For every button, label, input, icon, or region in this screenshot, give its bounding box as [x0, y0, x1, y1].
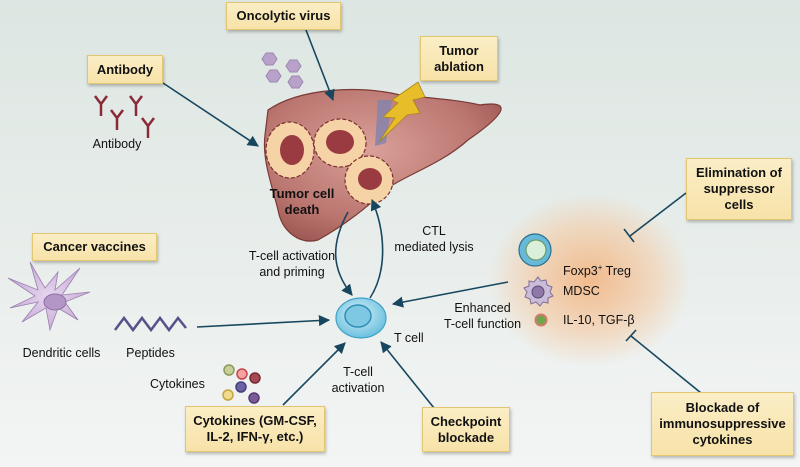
dendritic-cell-icon [7, 261, 91, 332]
cancer-vaccines-box: Cancer vaccines [32, 233, 157, 261]
tumor-cell-death-label: Tumor cell death [269, 186, 335, 217]
antibody-icon [94, 95, 155, 138]
lightning-icon [378, 81, 426, 143]
elimination-inhibit-line [629, 192, 687, 237]
foxp3-treg-label: Foxp3+ Treg [563, 244, 631, 279]
t-cell-icon [335, 297, 387, 339]
antibody-box: Antibody [87, 55, 163, 84]
virus-particle-icon [261, 52, 304, 89]
cytokines-caption: Cytokines [150, 377, 205, 391]
tcell-activation-priming-label: T-cell activation and priming [248, 249, 336, 279]
suppressive-microenvironment-glow [490, 195, 690, 365]
activation-priming-arrow [334, 211, 353, 296]
vaccine-arrow [196, 314, 331, 328]
blockade-inhibit-bar [625, 329, 637, 342]
blockade-cytokines-box: Blockade of immunosuppressive cytokines [651, 392, 794, 456]
oncolytic-virus-box: Oncolytic virus [226, 2, 341, 30]
il10-tgf-dot-icon [534, 313, 548, 327]
treg-cell-icon [518, 233, 552, 267]
foxp3-superscript: + [597, 263, 603, 272]
peptides-label: Peptides [126, 346, 175, 360]
treg-text: Treg [602, 264, 631, 279]
tumor-cell-icon [265, 121, 315, 179]
ctl-lysis-label: CTL mediated lysis [394, 224, 474, 254]
blockade-inhibit-line [630, 335, 702, 394]
cytokines-box: Cytokines (GM-CSF, IL-2, IFN-γ, etc.) [185, 406, 325, 452]
tcell-activation-label: T-cell activation [331, 365, 385, 395]
mdsc-label: MDSC [563, 284, 600, 298]
antibody-caption: Antibody [92, 137, 142, 151]
peptide-icon [114, 315, 187, 333]
dendritic-cells-label: Dendritic cells [22, 346, 101, 360]
antibody-arrow [162, 82, 259, 147]
oncolytic-virus-arrow [305, 29, 335, 102]
tumor-cell-icon [313, 118, 367, 168]
foxp3-text: Foxp3 [563, 264, 598, 279]
cytokine-dot-icon [222, 364, 261, 404]
enhanced-function-arrow [391, 281, 509, 308]
tumor-ablation-box: Tumor ablation [420, 36, 498, 81]
mdsc-cell-icon [523, 276, 554, 307]
tumor-cell-icon [344, 155, 394, 205]
elimination-inhibit-bar [623, 228, 635, 243]
enhanced-function-label: Enhanced T-cell function [443, 301, 522, 331]
cytokine-activation-arrow [282, 342, 346, 406]
il10-tgf-label: IL-10, TGF-β [563, 313, 635, 327]
checkpoint-blockade-box: Checkpoint blockade [422, 407, 510, 452]
checkpoint-arrow [380, 341, 435, 409]
ctl-lysis-arrow [369, 198, 384, 299]
elimination-suppressor-box: Elimination of suppressor cells [686, 158, 792, 220]
t-cell-label: T cell [394, 331, 424, 345]
